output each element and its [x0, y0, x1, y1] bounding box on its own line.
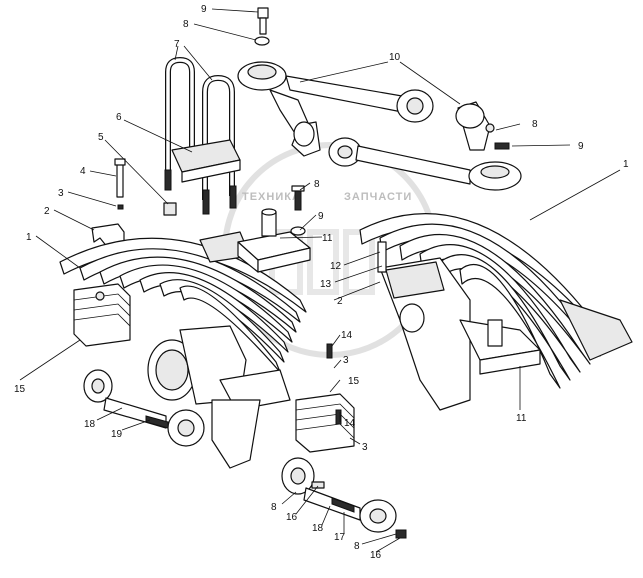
callout-14-upper: 14 — [341, 330, 353, 341]
lower-rod-left — [83, 369, 205, 447]
callout-1-right: 1 — [623, 159, 629, 170]
callout-11-right: 11 — [516, 413, 527, 424]
callout-15-left: 15 — [14, 384, 26, 395]
callout-3-left: 3 — [58, 188, 64, 199]
bump-stop-left — [73, 283, 131, 347]
right-leaf-spring — [359, 213, 633, 389]
callout-8-center: 8 — [314, 179, 320, 190]
callout-18-left: 18 — [84, 419, 96, 430]
watermark-text-right: ЗАПЧАСТИ — [344, 191, 412, 203]
callout-8-bottom-right: 8 — [354, 541, 360, 552]
callout-2-left: 2 — [44, 206, 50, 217]
callout-4: 4 — [80, 166, 86, 177]
bump-stop-center — [295, 343, 355, 453]
upper-reaction-rods — [237, 61, 522, 191]
callout-17: 17 — [334, 532, 346, 543]
right-trunnion-bracket — [377, 241, 541, 411]
watermark-letter-p — [307, 229, 339, 295]
callout-9-top: 9 — [201, 4, 207, 15]
callout-6: 6 — [116, 112, 122, 123]
top-washer — [254, 36, 270, 46]
callout-11-center: 11 — [322, 233, 333, 244]
callout-19: 19 — [111, 429, 123, 440]
bolt-head — [257, 7, 269, 19]
callout-14-lower: 14 — [344, 418, 356, 429]
callout-8-right: 8 — [532, 119, 538, 130]
callout-16-left: 16 — [286, 512, 298, 523]
callout-12: 12 — [330, 261, 342, 272]
top-bolt — [254, 7, 270, 46]
watermark-text-left: ТЕХНИКА — [242, 191, 301, 203]
center-spring-pad — [237, 208, 311, 273]
callout-13: 13 — [320, 279, 332, 290]
callout-3-lower: 3 — [362, 442, 368, 453]
callout-16-right: 16 — [370, 550, 382, 561]
callout-labels: 9 8 7 10 6 5 8 4 3 9 2 11 1 12 13 2 1 8 … — [14, 4, 629, 561]
callout-7: 7 — [174, 39, 180, 50]
callout-9-center: 9 — [318, 211, 324, 222]
watermark-letter-c — [343, 229, 375, 295]
callout-5: 5 — [98, 132, 104, 143]
u-bolts — [164, 57, 241, 215]
callout-1-left: 1 — [26, 232, 32, 243]
lower-rod-bottom — [281, 457, 407, 539]
callout-9-right: 9 — [578, 141, 584, 152]
leader-lines — [19, 8, 621, 553]
callout-15-center: 15 — [348, 376, 360, 387]
left-bolt-group — [91, 158, 177, 249]
callout-8-top: 8 — [183, 19, 189, 30]
callout-8-bottom-left: 8 — [271, 502, 277, 513]
callout-18-bottom: 18 — [312, 523, 324, 534]
bolt-shank — [259, 17, 267, 35]
callout-2-center: 2 — [337, 296, 343, 307]
callout-10: 10 — [389, 52, 401, 63]
axle-hub — [147, 325, 291, 469]
callout-3-center: 3 — [343, 355, 349, 366]
